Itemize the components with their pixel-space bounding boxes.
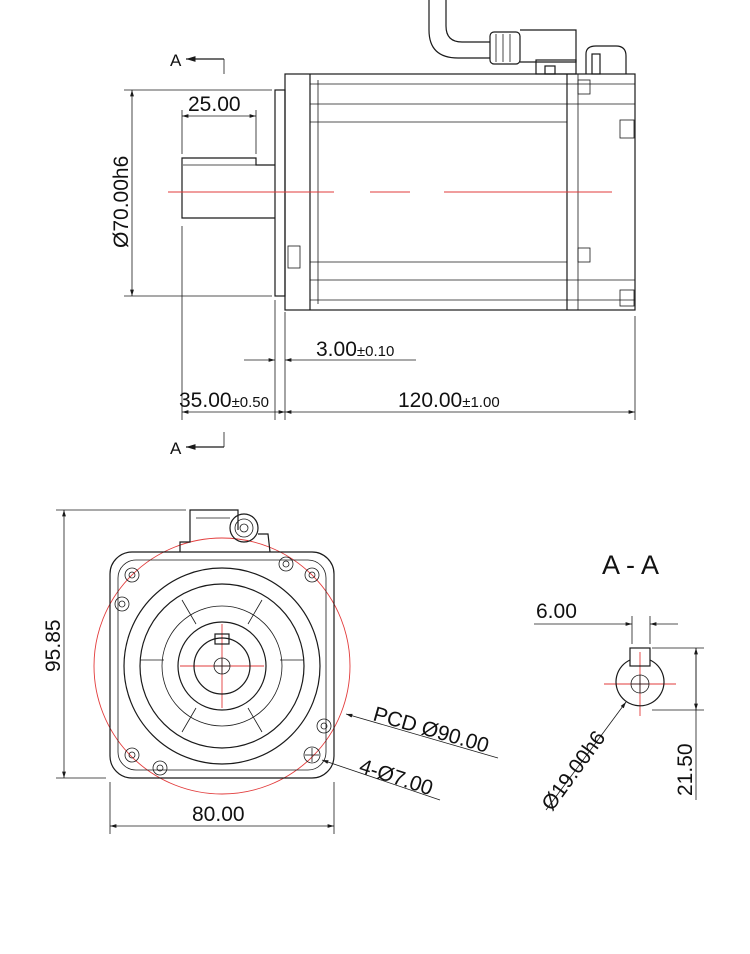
- pcd-label: PCD Ø90.00: [371, 703, 492, 758]
- holes-label: 4-Ø7.00: [356, 755, 435, 800]
- front-view: 95.85 80.00 PCD Ø90.00 4-Ø7.00: [42, 509, 499, 834]
- svg-text:3.00±0.10: 3.00±0.10: [316, 338, 394, 361]
- shaft-extension-value: 35.00: [179, 389, 232, 412]
- key-width-label: 6.00: [536, 600, 577, 623]
- pcd-leader: PCD Ø90.00: [345, 703, 499, 759]
- dim-key-height: 21.50: [652, 647, 704, 800]
- dim-flange-diameter: Ø70.00h6: [110, 89, 272, 297]
- svg-text:35.00±0.50: 35.00±0.50: [179, 389, 269, 412]
- pcd-circle: [93, 537, 351, 795]
- section-marker-top: A: [170, 51, 225, 74]
- front-height-label: 95.85: [42, 619, 65, 672]
- shaft-diameter-label: Ø19.00h6: [537, 727, 610, 815]
- body-length-tol: ±1.00: [462, 394, 499, 411]
- flange-plate: [274, 89, 286, 297]
- front-width-label: 80.00: [192, 803, 245, 826]
- dim-flange-thickness: 3.00±0.10: [244, 300, 416, 420]
- shaft-length-label: 25.00: [188, 93, 241, 116]
- side-view: A: [110, 0, 636, 458]
- section-letter-top: A: [170, 51, 182, 70]
- svg-text:120.00±1.00: 120.00±1.00: [398, 389, 500, 412]
- shaft: [181, 157, 275, 219]
- cable: [428, 0, 627, 75]
- body-length-value: 120.00: [398, 389, 462, 412]
- key-height-label: 21.50: [674, 743, 697, 796]
- section-view: A - A 6.00 21.50: [534, 550, 704, 815]
- front-connector: [179, 509, 271, 553]
- dim-shaft-length: 25.00: [181, 93, 257, 154]
- dim-front-height: 95.85: [42, 509, 186, 779]
- shaft-diameter-leader: Ø19.00h6: [537, 701, 627, 815]
- flange-diameter-label: Ø70.00h6: [110, 156, 133, 248]
- flange-thickness-value: 3.00: [316, 338, 357, 361]
- dim-lengths: 35.00±0.50 120.00±1.00: [179, 226, 636, 420]
- flange-thickness-tol: ±0.10: [357, 343, 394, 360]
- holes-leader: 4-Ø7.00: [321, 755, 441, 801]
- section-title: A - A: [602, 550, 659, 580]
- section-marker-bottom: A: [170, 432, 225, 458]
- square-flange: [109, 551, 335, 779]
- shaft-extension-tol: ±0.50: [232, 394, 269, 411]
- dim-front-width: 80.00: [109, 782, 335, 834]
- section-letter-bottom: A: [170, 439, 182, 458]
- shaft-section: [604, 647, 676, 716]
- dim-key-width: 6.00: [534, 600, 678, 644]
- mounting-holes: [114, 556, 332, 776]
